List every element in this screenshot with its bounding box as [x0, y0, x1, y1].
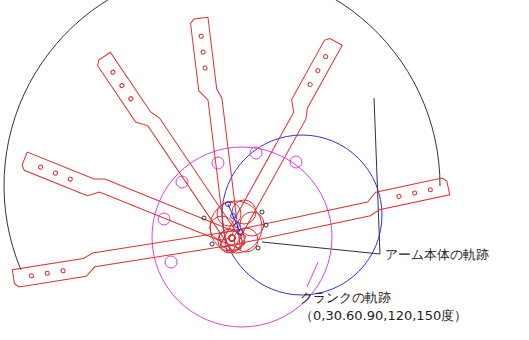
pivot-circles [210, 200, 264, 253]
crank-link [226, 202, 243, 235]
leader-line [307, 262, 318, 287]
blue-trajectory [222, 135, 382, 295]
trajectory-label: アーム本体の軌跡 [385, 247, 489, 263]
leader-line [262, 98, 380, 254]
angle-note: （0,30.60.90,120,150度） [300, 308, 467, 324]
trajectory-label: クランクの軌跡 [300, 290, 391, 306]
pivot-points [202, 210, 268, 250]
arm-outlines [12, 17, 451, 288]
arm-trajectory-arc [4, 0, 440, 270]
